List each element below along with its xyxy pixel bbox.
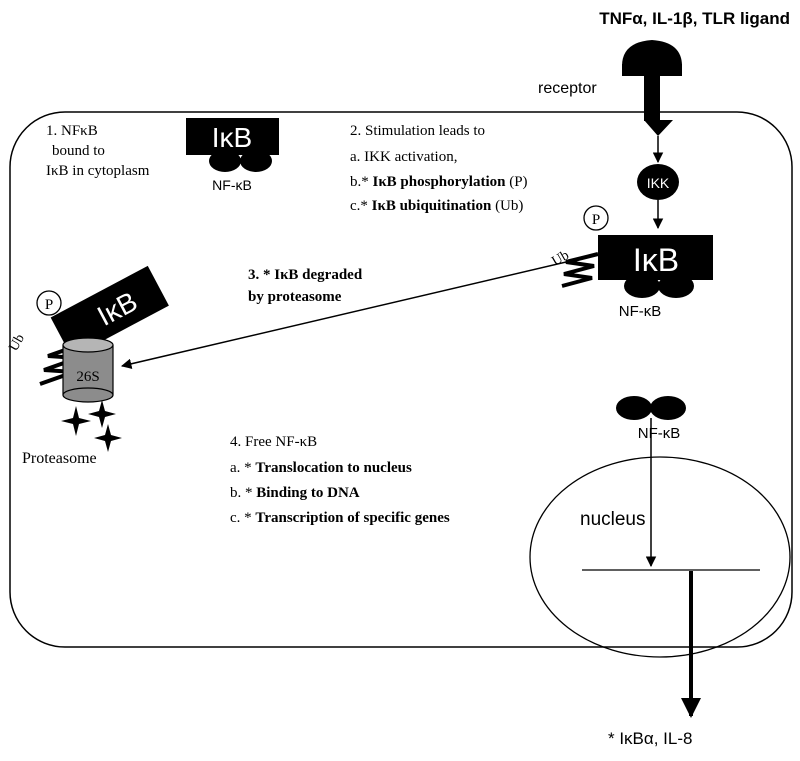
step4-c: c. * Transcription of specific genes: [230, 510, 450, 526]
step4-a: a. * Translocation to nucleus: [230, 460, 412, 476]
receptor-shape: [622, 40, 682, 136]
free-nfkb: NF-κB: [616, 396, 686, 442]
step2-c-bold: IκB ubiquitination: [372, 198, 492, 214]
ikb-nfkb-complex-activated: P IκB NF-κB Ub: [550, 205, 713, 320]
fragment-star-2: [88, 400, 116, 428]
step4-c-prefix: c. *: [230, 510, 255, 526]
ub-label-right: Ub: [550, 248, 572, 270]
ikb-label-top: IκB: [212, 122, 252, 153]
step4-b: b. * Binding to DNA: [230, 485, 360, 501]
receptor-label: receptor: [538, 80, 597, 97]
step2-b-suffix: (P): [505, 174, 527, 190]
cell-membrane: [9, 111, 793, 648]
step2-b-prefix: b.*: [350, 174, 373, 190]
s26-label: 26S: [76, 369, 99, 385]
step3-line1: 3. * IκB degraded: [248, 267, 363, 283]
phosphate-label-right: P: [592, 212, 600, 228]
step1-line1: 1. NFκB: [46, 123, 98, 139]
ub-label-left: Ub: [6, 332, 28, 354]
ikk-node: IKK: [637, 164, 679, 200]
degradation-arrow: [120, 254, 597, 369]
step2-c-prefix: c.*: [350, 198, 372, 214]
step4-a-bold: Translocation to nucleus: [255, 460, 412, 476]
phosphate-badge-right: [583, 205, 609, 231]
nucleus-label: nucleus: [580, 509, 646, 530]
cylinder-body: [63, 345, 113, 395]
step1-line2: bound to: [52, 143, 105, 159]
step2-header: 2. Stimulation leads to: [350, 123, 485, 139]
step1-line3: IκB in cytoplasm: [46, 163, 150, 179]
step2-c-suffix: (Ub): [491, 198, 523, 214]
step2-b-bold: IκB phosphorylation: [373, 174, 507, 190]
step4-header: 4. Free NF-κB: [230, 434, 317, 450]
step3-line2: by proteasome: [248, 289, 342, 305]
fragment-star-1: [61, 406, 91, 436]
proteasome-complex: IκB P Ub 26S Proteasome: [6, 265, 169, 467]
proteasome-label: Proteasome: [22, 450, 97, 467]
output-genes-label: * IκBα, IL-8: [608, 729, 692, 748]
step4-b-bold: Binding to DNA: [256, 485, 360, 501]
ikb-bar-proteasome: [50, 265, 169, 358]
free-nfkb-label: NF-κB: [638, 425, 681, 442]
step4-a-prefix: a. *: [230, 460, 255, 476]
step4-c-bold: Transcription of specific genes: [255, 510, 449, 526]
ikk-label: IKK: [647, 175, 670, 191]
nucleus-outline: [529, 456, 791, 658]
nfkb-label-right: NF-κB: [619, 303, 662, 320]
nfkb-label-top: NF-κB: [212, 177, 252, 193]
ikb-label-right: IκB: [633, 242, 679, 278]
fragment-star-3: [94, 424, 122, 452]
step2-c: c.* IκB ubiquitination (Ub): [350, 198, 523, 214]
phosphate-label-left: P: [45, 297, 53, 313]
phosphate-badge-left: [36, 290, 62, 316]
stimulus-label: TNFα, IL-1β, TLR ligand: [599, 9, 790, 28]
ikb-nfkb-complex-cytoplasm: IκB NF-κB: [186, 118, 279, 193]
step4-b-prefix: b. *: [230, 485, 256, 501]
step2-a: a. IKK activation,: [350, 149, 457, 165]
step2-b: b.* IκB phosphorylation (P): [350, 174, 528, 190]
